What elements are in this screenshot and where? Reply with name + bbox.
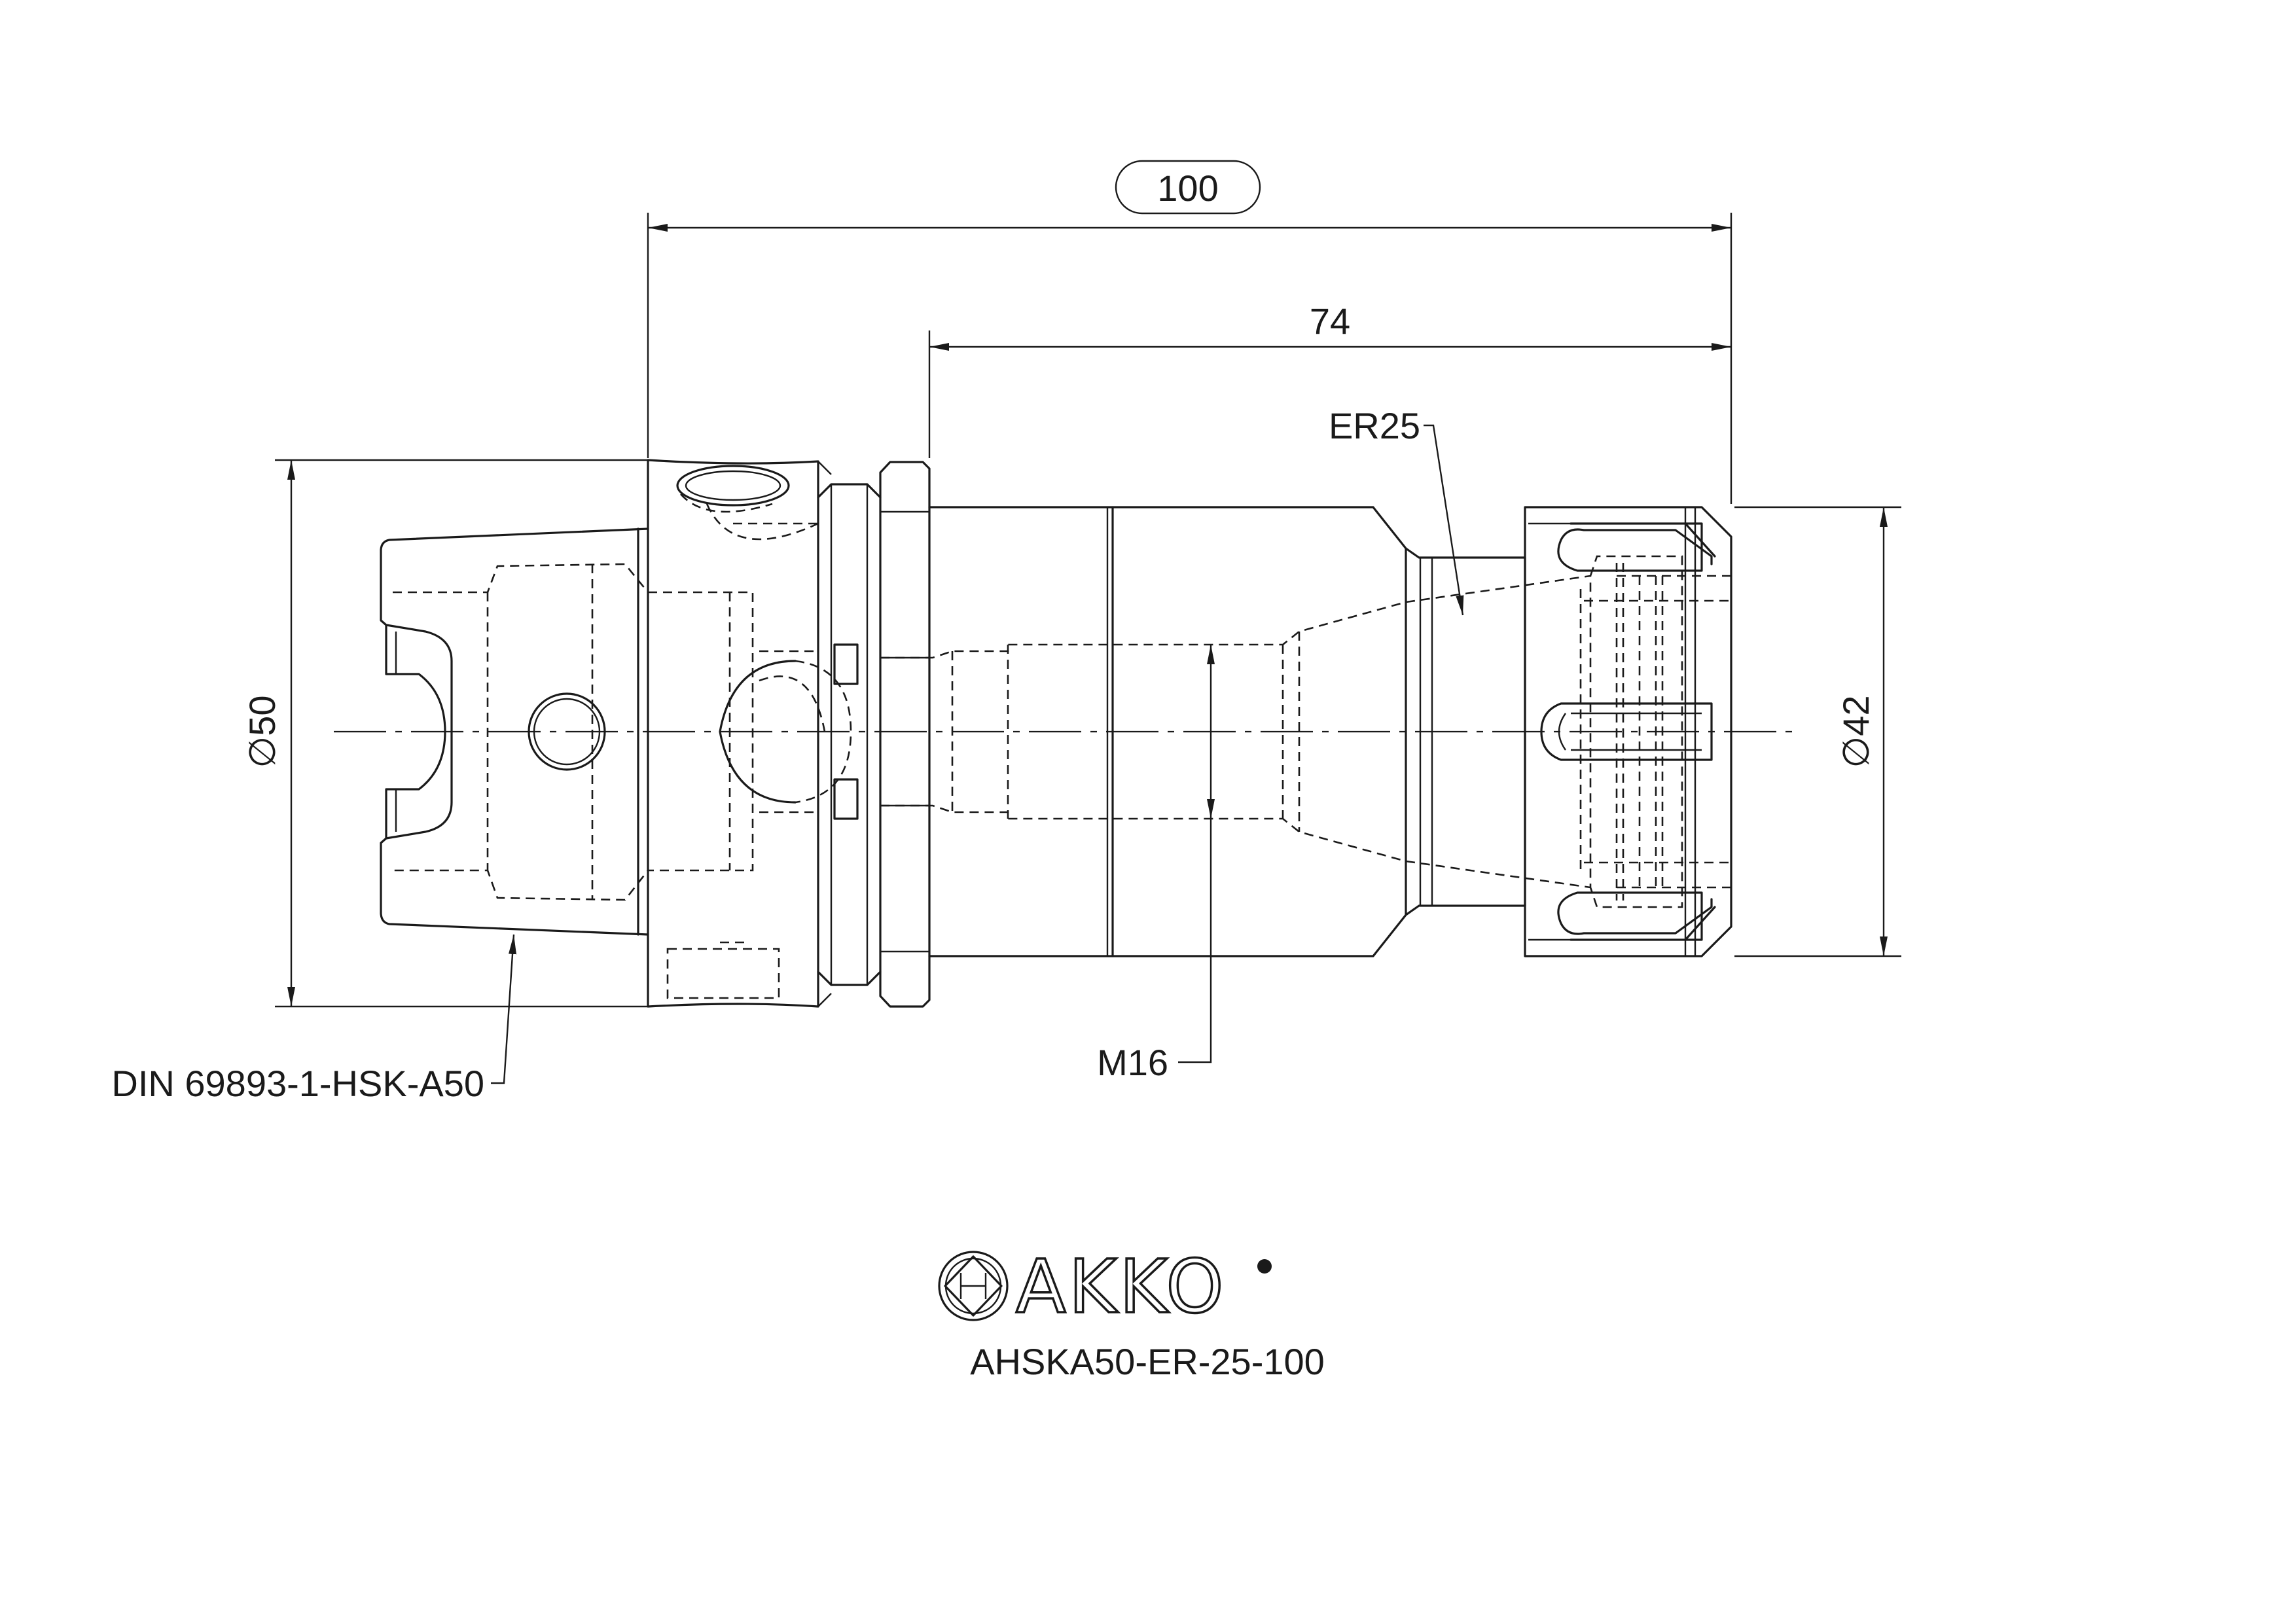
clamp-sphere — [719, 660, 852, 804]
main-body — [880, 506, 1591, 957]
akko-logo: AKKO ® — [938, 1243, 1272, 1331]
er-nut — [1524, 506, 1732, 957]
part-number: AHSKA50-ER-25-100 — [970, 1341, 1325, 1382]
registered-mark: ® — [1262, 1262, 1268, 1271]
callout-er25: ER25 — [1329, 405, 1464, 616]
dimension-100: 100 — [647, 160, 1732, 504]
callout-m16: M16 — [1097, 645, 1215, 1083]
dimension-dia42-text: ∅42 — [1835, 695, 1876, 768]
brand-name: AKKO — [1016, 1245, 1227, 1330]
dimension-dia50: ∅50 — [242, 459, 648, 1008]
dimension-74: 74 — [928, 300, 1731, 458]
dimension-dia42: ∅42 — [1734, 506, 1901, 957]
callout-hsk-text: DIN 69893-1-HSK-A50 — [111, 1063, 484, 1104]
dimension-dia50-text: ∅50 — [242, 695, 283, 768]
registered-mark-icon — [1257, 1259, 1272, 1274]
akko-emblem-icon — [938, 1251, 1009, 1321]
callout-hsk: DIN 69893-1-HSK-A50 — [111, 934, 517, 1104]
dimension-74-text: 74 — [1310, 300, 1350, 342]
dimension-100-text: 100 — [1157, 168, 1218, 209]
gripper-groove — [817, 461, 931, 1008]
flange-body — [647, 459, 832, 1008]
callout-m16-text: M16 — [1097, 1042, 1168, 1083]
callout-er25-text: ER25 — [1329, 405, 1420, 446]
